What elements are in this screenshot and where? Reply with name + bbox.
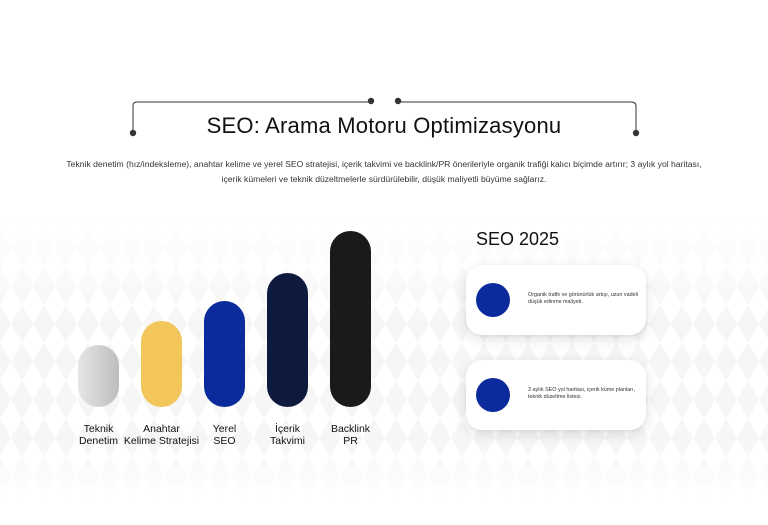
- step-bar-3: [204, 301, 245, 407]
- title-frame: [129, 97, 640, 137]
- frame-dot-center-right: [394, 97, 402, 105]
- step-label-5: Backlink PR: [330, 423, 371, 447]
- background-pattern: [0, 210, 768, 500]
- step-bar-4: [267, 273, 308, 407]
- page-title: SEO: Arama Motoru Optimizasyonu: [206, 113, 562, 138]
- frame-dot-left: [129, 129, 137, 137]
- card-text: Organik trafik ve görünürlük artışı, uzu…: [528, 292, 638, 305]
- step-label-3: Yerel SEO: [212, 423, 237, 447]
- page-subtitle: Teknik denetim (hız/indeksleme), anahtar…: [66, 159, 702, 184]
- frame-dot-right: [632, 129, 640, 137]
- frame-dot-center-left: [367, 97, 375, 105]
- card-dot: [476, 283, 510, 317]
- step-label-4: İçerik Takvimi: [269, 423, 305, 447]
- step-bar-1: [78, 345, 119, 407]
- card-text: 3 aylık SEO yol haritası, içerik küme pl…: [528, 387, 635, 400]
- info-card-2: 3 aylık SEO yol haritası, içerik küme pl…: [466, 360, 646, 430]
- step-label-2: Anahtar Kelime Stratejisi: [123, 423, 200, 447]
- step-bar-2: [141, 321, 182, 407]
- side-panel-heading: SEO 2025: [476, 229, 560, 249]
- step-label-1: Teknik Denetim: [78, 423, 119, 447]
- info-card-1: Organik trafik ve görünürlük artışı, uzu…: [466, 265, 646, 335]
- step-bar-5: [330, 231, 371, 407]
- card-dot: [476, 378, 510, 412]
